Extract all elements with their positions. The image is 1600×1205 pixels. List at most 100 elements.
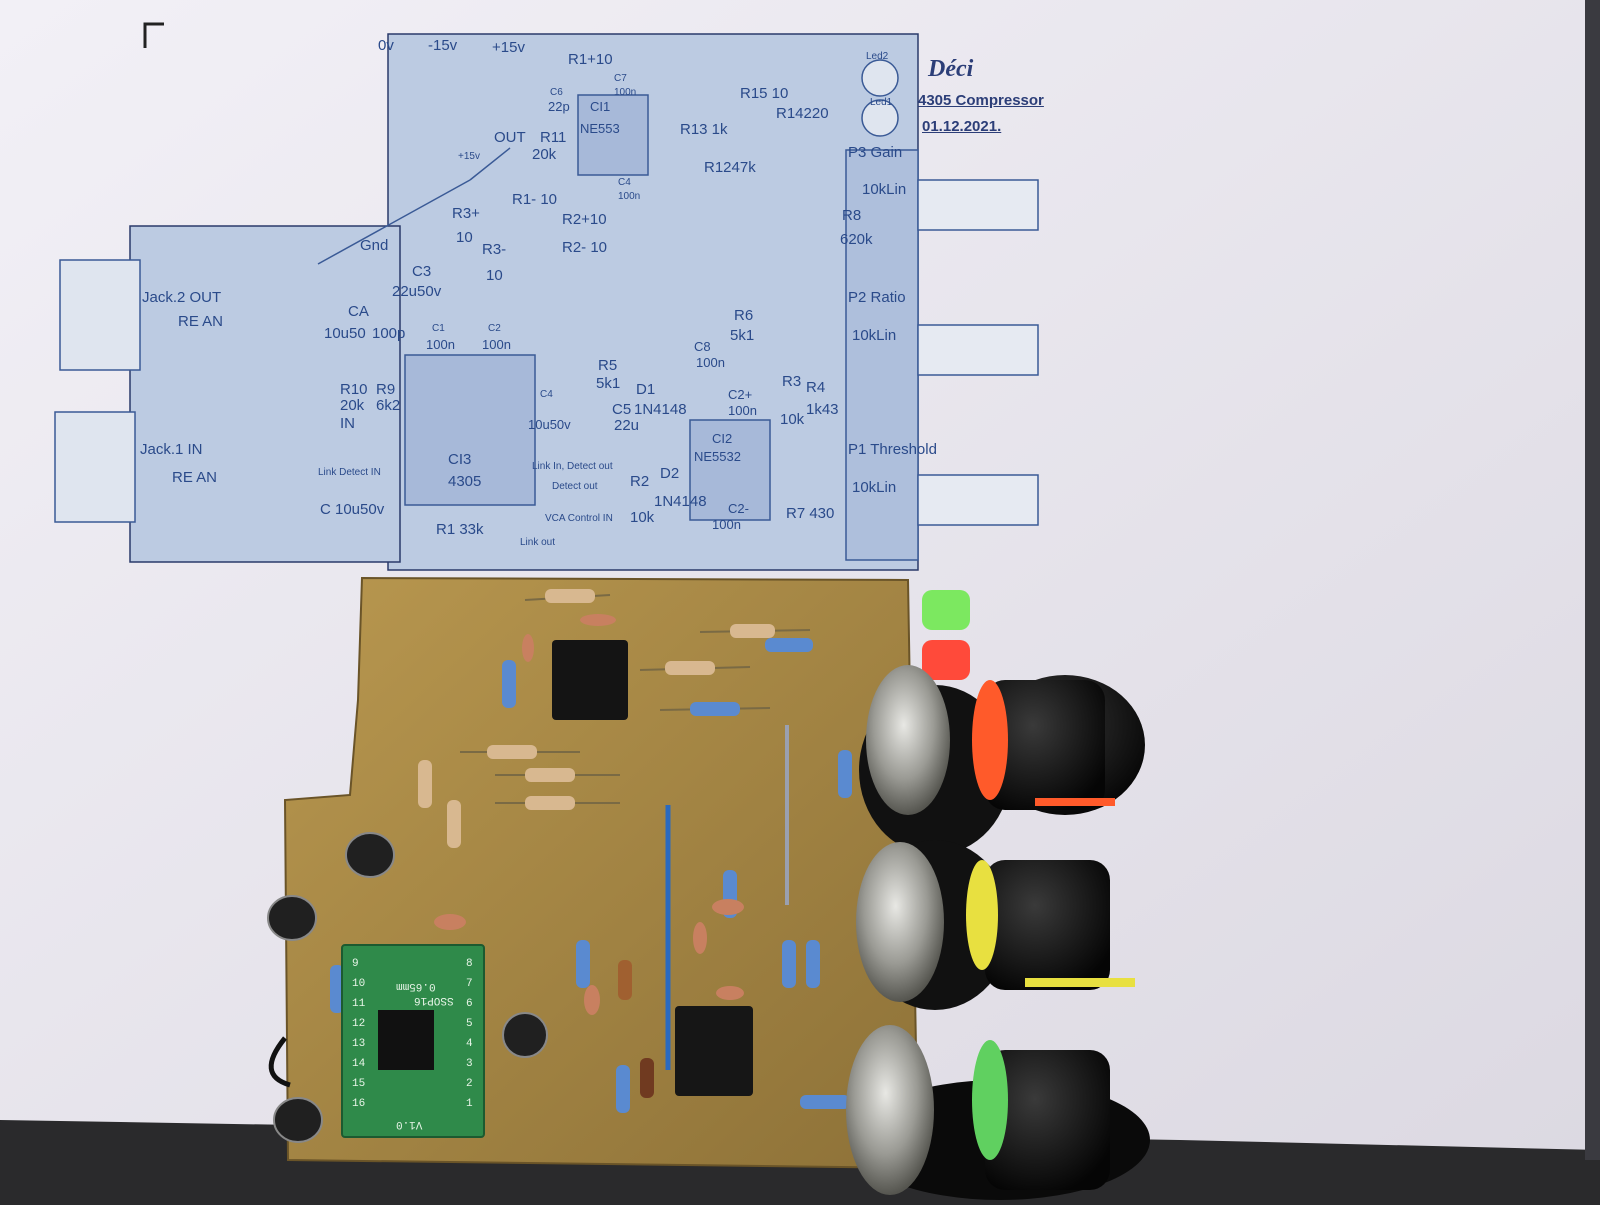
label-link-detect-in: Link Detect IN	[318, 467, 381, 478]
label-c4b-val: 10u50v	[528, 417, 571, 432]
pin-label: 10	[352, 978, 366, 990]
label-r11-val: 20k	[532, 146, 557, 163]
label-c2-minus: C2-	[728, 501, 749, 516]
label-jack1: Jack.1 IN	[140, 441, 203, 458]
sheet-title: Déci	[928, 56, 974, 82]
knob-group-2	[856, 840, 1135, 1010]
label-c1: C1	[432, 323, 445, 334]
pin-label: 14	[352, 1058, 366, 1070]
label-link-in: Link In, Detect out	[532, 461, 613, 472]
label-ca: CA	[348, 303, 369, 320]
label-c8-val: 100n	[696, 355, 725, 370]
label-p2-ratio: P2 Ratio	[848, 289, 906, 306]
pin-label: 12	[352, 1018, 366, 1030]
label-d2: D2	[660, 465, 680, 482]
pin-label: 9	[352, 958, 359, 970]
label-c6: C6	[550, 87, 563, 98]
label-c1-val: 100n	[426, 337, 455, 352]
label-led1: Led1	[870, 97, 893, 108]
label-c4: C4	[618, 177, 631, 188]
label-ci2-val: NE5532	[694, 449, 741, 464]
label-d1-val: 1N4148	[634, 401, 687, 418]
pin-label: 1	[466, 1098, 473, 1110]
label-r3: R3	[782, 373, 802, 390]
label-c2: C2	[488, 323, 501, 334]
label-jack2: Jack.2 OUT	[142, 289, 222, 306]
label-ne553: NE553	[580, 121, 620, 136]
label-r10: R10	[340, 381, 368, 398]
pin-label: 4	[466, 1038, 473, 1050]
pin-label: 8	[466, 958, 473, 970]
sheet-subtitle: 4305 Compressor	[918, 92, 1044, 109]
label-r13: R13 1k	[680, 121, 728, 138]
label-0v: 0v	[378, 37, 394, 54]
label-r2-val: 10k	[630, 509, 655, 526]
label-plus15-small: +15v	[458, 151, 480, 162]
label-c2-plus: C2+	[728, 387, 753, 402]
label-jack1-rean: RE AN	[172, 469, 218, 486]
label-gnd: Gnd	[360, 237, 389, 254]
label-ci1: CI1	[590, 99, 611, 114]
label-r10-val: 20k	[340, 397, 365, 414]
label-r6-val: 5k1	[730, 327, 755, 344]
label-vca-control: VCA Control IN	[545, 513, 613, 524]
label-r1-minus: R1- 10	[512, 191, 558, 208]
pin-label: 11	[352, 998, 366, 1010]
pin-label: 3	[466, 1058, 473, 1070]
label-r2-minus: R2- 10	[562, 239, 608, 256]
label-r1-plus: R1+10	[568, 51, 613, 68]
label-r4-val: 1k43	[806, 401, 839, 418]
label-jack2-rean: RE AN	[178, 313, 224, 330]
label-r9: R9	[376, 381, 396, 398]
label-c7: C7	[614, 73, 627, 84]
label-r5-val: 5k1	[596, 375, 621, 392]
pin-label: 5	[466, 1018, 473, 1030]
adapter-version-label: V1.0	[396, 1118, 423, 1130]
label-r1: R1 33k	[436, 521, 484, 538]
pin-label: 15	[352, 1078, 366, 1090]
label-r5: R5	[598, 357, 618, 374]
label-r15: R15 10	[740, 85, 789, 102]
label-r6: R6	[734, 307, 754, 324]
pcb-board	[267, 576, 1150, 1200]
label-r8-val: 620k	[840, 231, 873, 248]
knob-group-3	[846, 1025, 1150, 1200]
label-c4-val: 100n	[618, 191, 641, 202]
label-r4: R4	[806, 379, 826, 396]
label-r9-val: 6k2	[376, 397, 401, 414]
label-c5-val: 22u	[614, 417, 640, 434]
schematic-print	[54, 33, 1039, 571]
label-c6-val: 22p	[548, 99, 570, 114]
pin-label: 2	[466, 1078, 473, 1090]
adapter-part-label: SSOP16	[414, 994, 454, 1006]
label-r3-minus: R3-	[482, 241, 507, 258]
label-c3: C3	[412, 263, 432, 280]
label-c-input: C 10u50v	[320, 501, 385, 518]
label-r7: R7 430	[786, 505, 835, 522]
label-c2-val: 100n	[482, 337, 511, 352]
label-c4b: C4	[540, 389, 553, 400]
label-r2-plus: R2+10	[562, 211, 607, 228]
label-c8: C8	[694, 339, 711, 354]
label-r12: R1247k	[704, 159, 756, 176]
label-ci2: CI2	[712, 431, 733, 446]
label-p1-val: 10kLin	[852, 479, 897, 496]
pin-label: 13	[352, 1038, 366, 1050]
sheet-date: 01.12.2021.	[922, 118, 1002, 135]
label-100p: 100p	[372, 325, 406, 342]
knob-group-1	[859, 665, 1145, 855]
label-c3-val: 22u50v	[392, 283, 442, 300]
adapter-pitch-label: 0.65mm	[396, 980, 436, 992]
pin-label: 16	[352, 1098, 366, 1110]
label-led2: Led2	[866, 51, 889, 62]
label-ci3: CI3	[448, 451, 472, 468]
label-neg15v: -15v	[428, 37, 458, 54]
label-r3-minus-val: 10	[486, 267, 503, 284]
label-c2-minus-val: 100n	[712, 517, 741, 532]
label-p3-val: 10kLin	[862, 181, 907, 198]
label-d1: D1	[636, 381, 656, 398]
label-ci3-val: 4305	[448, 473, 482, 490]
label-r8: R8	[842, 207, 862, 224]
